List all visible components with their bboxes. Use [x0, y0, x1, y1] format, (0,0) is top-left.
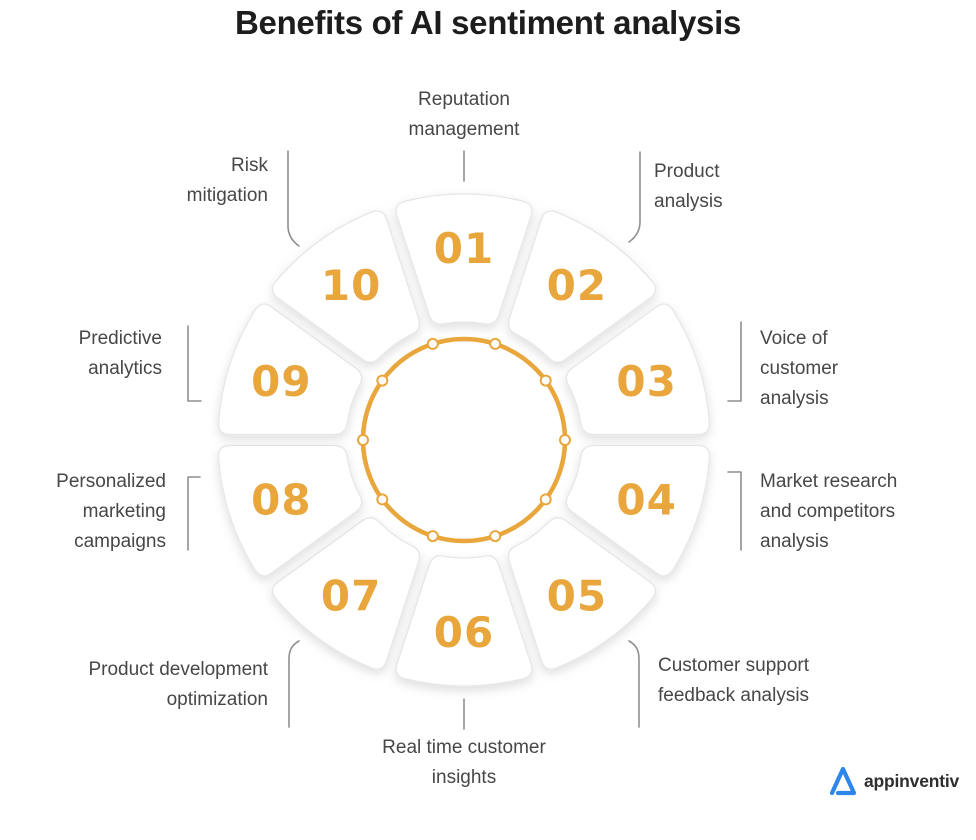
wheel-segment-05 — [507, 517, 657, 670]
wheel-segment-04 — [565, 444, 711, 577]
label-reputation-management: Reputation management — [408, 89, 520, 140]
tick-02 — [628, 151, 641, 243]
label-predictive-analytics: Predictive analytics — [78, 328, 162, 379]
circle-node-8 — [376, 493, 389, 506]
circle-node-6 — [489, 530, 502, 543]
label-market-research: Market research and competitors analysis — [760, 471, 898, 552]
segment-number-08: 08 — [251, 475, 311, 524]
tick-04 — [727, 471, 742, 551]
circle-node-1 — [426, 337, 439, 350]
label-personalized-marketing: Personalized marketing campaigns — [56, 471, 166, 552]
wheel-segment-08 — [217, 444, 363, 577]
center-circle — [360, 336, 568, 544]
wheel-segment-03 — [565, 303, 711, 436]
tick-09 — [187, 325, 202, 402]
appinventiv-triangle-icon — [829, 766, 857, 796]
page-title: Benefits of AI sentiment analysis — [234, 4, 741, 41]
appinventiv-logo-text: appinventiv — [864, 770, 960, 791]
wheel-segment-09 — [217, 303, 363, 436]
tick-03 — [727, 321, 742, 402]
wheel-segment-10 — [271, 210, 421, 363]
wheel-segment-06 — [395, 555, 533, 687]
segment-number-04: 04 — [616, 475, 676, 524]
label-risk-mitigation: Risk mitigation — [186, 155, 268, 206]
label-real-time-customer-insights: Real time customer insights — [382, 737, 546, 788]
circle-node-2 — [489, 337, 502, 350]
tick-07 — [288, 640, 300, 728]
segment-number-10: 10 — [321, 261, 381, 310]
label-product-analysis: Product analysis — [654, 161, 723, 212]
circle-node-7 — [426, 530, 439, 543]
wheel-segment-07 — [271, 517, 421, 670]
segment-number-01: 01 — [434, 224, 494, 273]
wheel-segment-02 — [507, 210, 657, 363]
circle-node-10 — [376, 374, 389, 387]
tick-05 — [628, 640, 640, 728]
label-customer-support-feedback: Customer support feedback analysis — [658, 655, 810, 706]
wheel-segment-01 — [395, 193, 533, 325]
circle-node-5 — [539, 493, 552, 506]
circle-node-9 — [357, 434, 369, 446]
label-product-development: Product development optimization — [88, 659, 268, 710]
circle-node-4 — [559, 434, 571, 446]
segment-number-07: 07 — [321, 571, 381, 620]
appinventiv-logo: appinventiv — [826, 764, 959, 798]
tick-08 — [187, 476, 201, 551]
segment-number-06: 06 — [434, 608, 494, 657]
segment-number-03: 03 — [616, 357, 676, 406]
segment-number-02: 02 — [547, 261, 607, 310]
segment-number-05: 05 — [547, 571, 607, 620]
label-voice-of-customer-analysis: Voice of customer analysis — [760, 328, 839, 409]
circle-node-3 — [539, 374, 552, 387]
segment-number-09: 09 — [251, 357, 311, 406]
tick-10 — [287, 150, 300, 247]
